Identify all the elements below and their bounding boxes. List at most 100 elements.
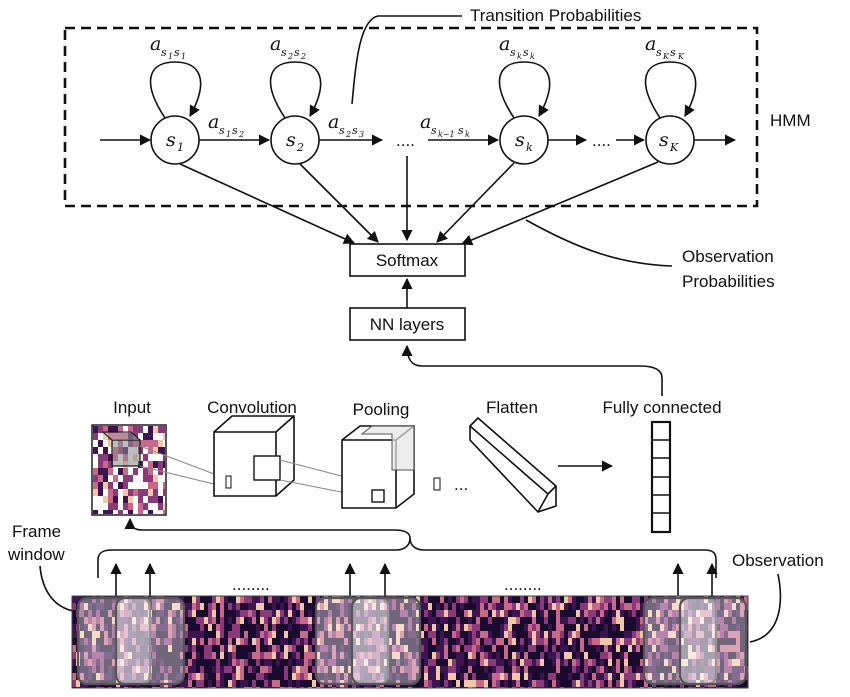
- spectrogram-cell: [138, 510, 143, 514]
- spectrogram-cell: [548, 603, 552, 610]
- spectrogram-cell: [516, 610, 520, 617]
- spectrogram-cell: [640, 603, 644, 610]
- spectrogram-cell: [484, 680, 488, 687]
- spectrogram-cell: [548, 596, 552, 603]
- spectrogram-cell: [668, 659, 672, 666]
- spectrogram-cell: [440, 631, 444, 638]
- spectrogram-cell: [612, 666, 616, 673]
- spectrogram-cell: [123, 503, 128, 510]
- spectrogram-cell: [632, 638, 636, 645]
- spectrogram-cell: [608, 659, 612, 666]
- spectrogram-cell: [328, 624, 332, 631]
- spectrogram-cell: [480, 645, 484, 652]
- svg-text:k−1: k−1: [438, 130, 455, 139]
- spectrogram-cell: [92, 596, 96, 603]
- spectrogram-cell: [112, 659, 116, 666]
- spectrogram-cell: [452, 645, 456, 652]
- spectrogram-cell: [444, 652, 448, 659]
- spectrogram-cell: [724, 603, 728, 610]
- spectrogram-cell: [143, 454, 148, 461]
- spectrogram-cell: [512, 673, 516, 680]
- forward-transition-label-2: a s 2 s 3: [328, 111, 364, 139]
- spectrogram-cell: [98, 482, 103, 489]
- svg-text:a: a: [270, 33, 281, 55]
- spectrogram-cell: [608, 603, 612, 610]
- spectrogram-cell: [664, 638, 668, 645]
- spectrogram-cell: [468, 631, 472, 638]
- spectrogram-cell: [464, 673, 468, 680]
- spectrogram-cell: [452, 631, 456, 638]
- spectrogram-cell: [164, 666, 168, 673]
- svg-text:s: s: [510, 46, 516, 59]
- spectrogram-cell: [296, 603, 300, 610]
- spectrogram-cell: [436, 603, 440, 610]
- spectrogram-cell: [124, 624, 128, 631]
- spectrogram-cell: [184, 624, 188, 631]
- spectrogram-cell: [340, 610, 344, 617]
- spectrogram-cell: [560, 631, 564, 638]
- spectrogram-cell: [312, 652, 316, 659]
- spectrogram-cell: [524, 624, 528, 631]
- spectrogram-cell: [212, 610, 216, 617]
- spectrogram-cell: [356, 673, 360, 680]
- spectrogram-cell: [436, 610, 440, 617]
- spectrogram-cell: [496, 666, 500, 673]
- spectrogram-cell: [376, 645, 380, 652]
- spectrogram-cell: [528, 631, 532, 638]
- svg-text:s: s: [659, 129, 669, 151]
- spectrogram-cell: [180, 610, 184, 617]
- spectrogram-cell: [528, 638, 532, 645]
- spectrogram-cell: [92, 645, 96, 652]
- spectrogram-cell: [116, 617, 120, 624]
- spectrogram-cell: [676, 624, 680, 631]
- spectrogram-cell: [440, 596, 444, 603]
- spectrogram-cell: [156, 596, 160, 603]
- spectrogram-cell: [372, 631, 376, 638]
- spectrogram-cell: [256, 603, 260, 610]
- spectrogram-cell: [340, 652, 344, 659]
- spectrogram-cell: [108, 666, 112, 673]
- spectrogram-cell: [148, 461, 153, 468]
- spectrogram-cell: [384, 617, 388, 624]
- spectrogram-cell: [144, 624, 148, 631]
- spectrogram-cell: [472, 659, 476, 666]
- spectrogram-cell: [664, 631, 668, 638]
- spectrogram-cell: [452, 610, 456, 617]
- spectrogram-cell: [252, 617, 256, 624]
- spectrogram-cell: [88, 666, 92, 673]
- spectrogram-cell: [96, 645, 100, 652]
- spectrogram-cell: [736, 638, 740, 645]
- spectrogram-cell: [588, 680, 592, 687]
- spectrogram-cell: [192, 603, 196, 610]
- spectrogram-cell: [148, 482, 153, 489]
- spectrogram-cell: [448, 596, 452, 603]
- spectrogram-cell: [156, 638, 160, 645]
- spectrogram-cell: [640, 617, 644, 624]
- spectrogram-cell: [608, 652, 612, 659]
- spectrogram-cell: [528, 610, 532, 617]
- spectrogram-cell: [272, 652, 276, 659]
- spectrogram-cell: [136, 617, 140, 624]
- spectrogram-cell: [256, 673, 260, 680]
- spectrogram-cell: [492, 610, 496, 617]
- spectrogram-cell: [140, 673, 144, 680]
- spectrogram-cell: [336, 631, 340, 638]
- svg-text:1: 1: [168, 52, 173, 61]
- spectrogram-cell: [256, 645, 260, 652]
- spectrogram-cell: [113, 489, 118, 496]
- spectrogram-cell: [504, 617, 508, 624]
- spectrogram-cell: [540, 631, 544, 638]
- spectrogram-cell: [144, 659, 148, 666]
- spectrogram-cell: [608, 596, 612, 603]
- spectrogram-cell: [732, 659, 736, 666]
- spectrogram-cell: [640, 673, 644, 680]
- spectrogram-cell: [196, 617, 200, 624]
- spectrogram-cell: [212, 666, 216, 673]
- spectrogram-cell: [108, 503, 113, 510]
- spectrogram-cell: [292, 652, 296, 659]
- spectrogram-cell: [132, 603, 136, 610]
- spectrogram-cell: [552, 645, 556, 652]
- svg-text:a: a: [150, 33, 161, 55]
- state-sK: s K: [645, 115, 695, 165]
- spectrogram-cell: [576, 659, 580, 666]
